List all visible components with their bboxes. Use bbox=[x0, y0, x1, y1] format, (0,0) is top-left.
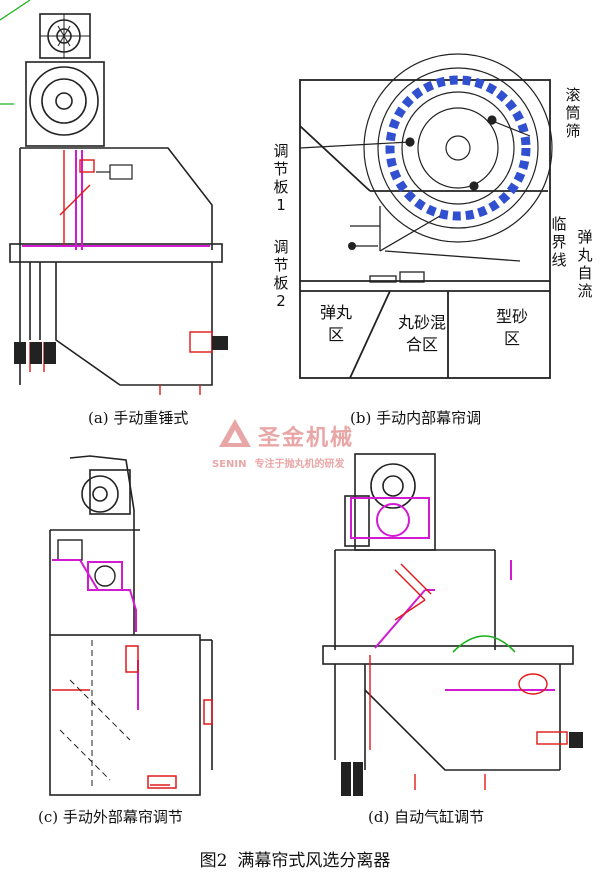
watermark-brand: 圣金机械 bbox=[258, 426, 355, 451]
figure-title-text: 满幕帘式风选分离器 bbox=[237, 851, 391, 871]
zone-shot: 弹丸区 bbox=[319, 303, 352, 344]
watermark-latin: SENIN bbox=[212, 459, 247, 470]
caption-d: (d) 自动气缸调节 bbox=[368, 808, 485, 826]
label-plate-2: 调节板2 bbox=[273, 238, 289, 310]
figure-title: 图2 满幕帘式风选分离器 bbox=[0, 846, 600, 871]
caption-a: (a) 手动重锤式 bbox=[88, 409, 189, 427]
caption-c: (c) 手动外部幕帘调节 bbox=[38, 808, 183, 826]
label-critical-line: 临界线 bbox=[551, 215, 567, 269]
watermark-slogan: 专注于抛丸机的研发 bbox=[254, 459, 345, 470]
panel-b-diagram bbox=[299, 53, 553, 379]
figure-number: 图2 bbox=[199, 851, 228, 871]
label-drum-screen: 滚筒筛 bbox=[565, 86, 581, 140]
label-shot-flow: 弹丸自流 bbox=[577, 228, 593, 300]
caption-b: (b) 手动内部幕帘调 bbox=[350, 409, 482, 427]
panel-a-diagram bbox=[0, 0, 228, 395]
panel-c-diagram bbox=[49, 455, 213, 796]
panel-d-diagram bbox=[322, 453, 583, 796]
zone-sand: 型砂区 bbox=[495, 307, 528, 348]
watermark-sub: SENIN 专注于抛丸机的研发 bbox=[212, 455, 353, 470]
zone-mixed: 丸砂混合区 bbox=[397, 313, 446, 354]
label-plate-1: 调节板1 bbox=[273, 142, 289, 214]
brand-logo-mark bbox=[219, 419, 251, 447]
